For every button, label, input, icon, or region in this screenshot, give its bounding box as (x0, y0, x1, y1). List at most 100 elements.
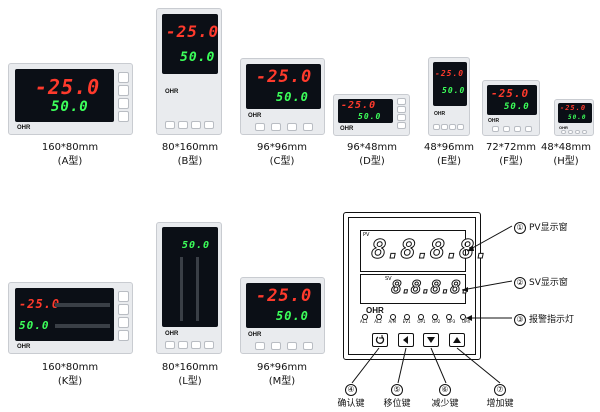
device-key[interactable] (178, 341, 188, 349)
sv-readout: 50.0 (442, 86, 466, 95)
device-b-keys (165, 121, 214, 129)
device-key[interactable] (492, 126, 499, 132)
device-key[interactable] (397, 122, 406, 129)
device-key[interactable] (433, 124, 440, 130)
device-e: -25.0 50.0 OHR (428, 57, 470, 136)
device-key[interactable] (449, 124, 456, 130)
sv-bargraph (55, 324, 110, 328)
device-m: -25.0 50.0 OHR (240, 277, 325, 354)
sv-readout: 50.0 (276, 309, 309, 323)
led-label: EV1 (402, 319, 411, 324)
device-key[interactable] (118, 317, 129, 328)
device-a: -25.0 50.0 OHR (8, 63, 133, 135)
shift-key[interactable] (398, 333, 414, 347)
device-d: -25.0 50.0 OHR (333, 94, 410, 136)
arrow-left-icon (403, 336, 408, 344)
device-key[interactable] (525, 126, 532, 132)
device-key[interactable] (118, 304, 129, 315)
device-key[interactable] (303, 123, 313, 131)
pv-readout: -25.0 (435, 69, 465, 78)
led-labels: AL1 AL2 A/M EV1 OP1 OP2 OP3 OP4 (360, 319, 470, 324)
device-key[interactable] (255, 342, 265, 350)
pv-readout: -25.0 (491, 87, 530, 100)
device-key[interactable] (191, 121, 201, 129)
led-dot (376, 314, 382, 320)
brand-logo: OHR (17, 344, 31, 350)
device-key[interactable] (287, 123, 297, 131)
model-size: 48*48mm (541, 142, 591, 153)
led-label: A/M (388, 319, 397, 324)
device-key[interactable] (165, 121, 175, 129)
device-key[interactable] (118, 85, 129, 96)
device-key[interactable] (397, 98, 406, 105)
device-key[interactable] (514, 126, 521, 132)
device-key[interactable] (503, 126, 510, 132)
device-key[interactable] (303, 342, 313, 350)
device-key[interactable] (204, 341, 214, 349)
device-key[interactable] (255, 123, 265, 131)
pv-readout: -25.0 (166, 22, 220, 41)
device-key[interactable] (165, 341, 175, 349)
sv-readout: 50.0 (19, 319, 50, 332)
model-caption-f: 72*72mm (F型) (466, 141, 556, 169)
confirm-key[interactable] (372, 333, 388, 347)
model-caption-l: 80*160mm (L型) (140, 361, 240, 389)
callout-decrease-key: ⑥ 减少键 (428, 384, 462, 409)
callout-number: ⑤ (391, 384, 403, 396)
device-key[interactable] (397, 114, 406, 121)
led-dot (362, 314, 368, 320)
device-m-keys (255, 342, 313, 350)
callout-number: ③ (514, 314, 526, 326)
led-label: OP1 (417, 319, 426, 324)
device-key[interactable] (271, 342, 281, 350)
sv-readout: 50.0 (51, 99, 89, 115)
device-h-screen: -25.0 50.0 (558, 103, 592, 123)
sv-readout: 50.0 (568, 114, 587, 121)
device-key[interactable] (118, 72, 129, 83)
device-key[interactable] (568, 130, 573, 134)
model-size: 80*160mm (161, 142, 219, 153)
increase-key[interactable] (449, 333, 465, 347)
device-key[interactable] (118, 111, 129, 122)
pv-readout: -25.0 (35, 75, 101, 99)
device-key[interactable] (441, 124, 448, 130)
arrow-up-icon (453, 337, 461, 343)
decrease-key[interactable] (423, 333, 439, 347)
brand-logo: OHR (559, 125, 568, 130)
model-caption-a: 160*80mm (A型) (20, 141, 120, 169)
device-key[interactable] (178, 121, 188, 129)
brand-logo: OHR (488, 118, 500, 124)
led-label: OP4 (461, 319, 470, 324)
device-key[interactable] (204, 121, 214, 129)
panel-inner (348, 217, 476, 355)
brand-logo: OHR (17, 125, 31, 131)
device-b-screen: -25.0 50.0 (162, 14, 218, 74)
device-key[interactable] (457, 124, 464, 130)
device-key[interactable] (561, 130, 566, 134)
device-key[interactable] (582, 130, 587, 134)
device-l-screen: 50.0 (162, 227, 218, 327)
device-k-keys (118, 291, 129, 341)
device-key[interactable] (287, 342, 297, 350)
device-key[interactable] (575, 130, 580, 134)
brand-logo: OHR (165, 331, 179, 337)
device-key[interactable] (118, 330, 129, 341)
device-key[interactable] (118, 291, 129, 302)
led-label: OP2 (432, 319, 441, 324)
model-caption-c: 96*96mm (C型) (232, 141, 332, 169)
device-k: -25.0 50.0 OHR (8, 282, 133, 354)
model-caption-m: 96*96mm (M型) (232, 361, 332, 389)
model-type: (K型) (57, 376, 83, 387)
callout-shift-key: ⑤ 移位键 (380, 384, 414, 409)
callout-number: ① (514, 222, 526, 234)
model-size: 80*160mm (161, 362, 219, 373)
device-key[interactable] (397, 106, 406, 113)
device-key[interactable] (118, 98, 129, 109)
sv-tag: SV (385, 276, 392, 282)
device-key[interactable] (191, 341, 201, 349)
callout-text: PV显示窗 (529, 223, 568, 233)
device-key[interactable] (271, 123, 281, 131)
